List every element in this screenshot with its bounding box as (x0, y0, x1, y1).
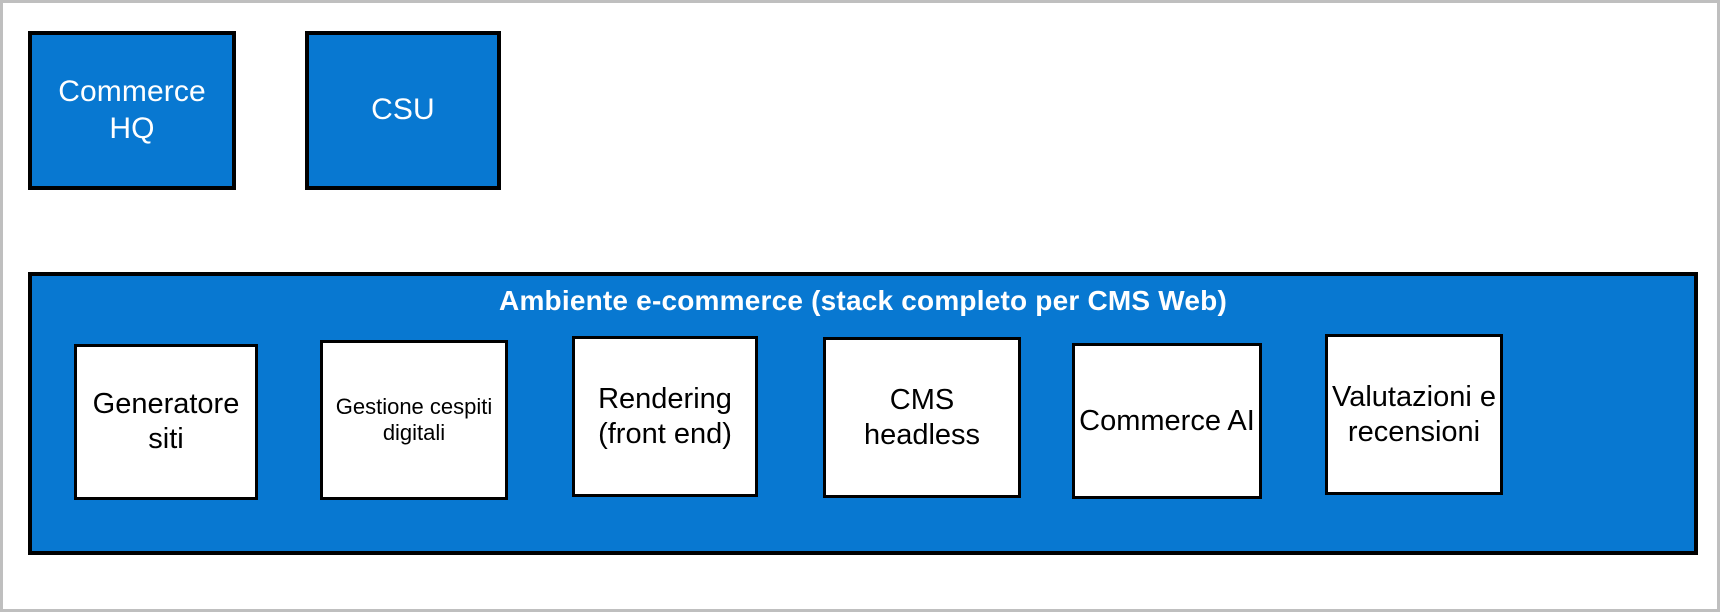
node-commerce-ai-label: Commerce AI (1079, 404, 1255, 437)
node-valutazioni-e-recensioni-label: Valutazioni e recensioni (1332, 380, 1496, 448)
node-csu[interactable]: CSU (305, 31, 501, 190)
node-commerce-hq-label: Commerce HQ (58, 74, 206, 145)
node-generatore-siti[interactable]: Generatore siti (74, 344, 258, 500)
environment-title: Ambiente e-commerce (stack completo per … (499, 285, 1227, 316)
node-gestione-cespiti-digitali[interactable]: Gestione cespiti digitali (320, 340, 508, 500)
node-commerce-hq[interactable]: Commerce HQ (28, 31, 236, 190)
node-cms-headless-label: CMS headless (863, 383, 981, 451)
node-gestione-cespiti-digitali-label: Gestione cespiti digitali (335, 393, 493, 445)
node-valutazioni-e-recensioni[interactable]: Valutazioni e recensioni (1325, 334, 1503, 495)
node-cms-headless[interactable]: CMS headless (823, 337, 1021, 498)
node-csu-label: CSU (371, 93, 435, 127)
node-generatore-siti-label: Generatore siti (92, 388, 240, 455)
environment-container[interactable]: Ambiente e-commerce (stack completo per … (28, 272, 1698, 555)
node-commerce-ai[interactable]: Commerce AI (1072, 343, 1262, 499)
node-rendering-front-end-label: Rendering (front end) (598, 382, 732, 450)
node-rendering-front-end[interactable]: Rendering (front end) (572, 336, 758, 497)
